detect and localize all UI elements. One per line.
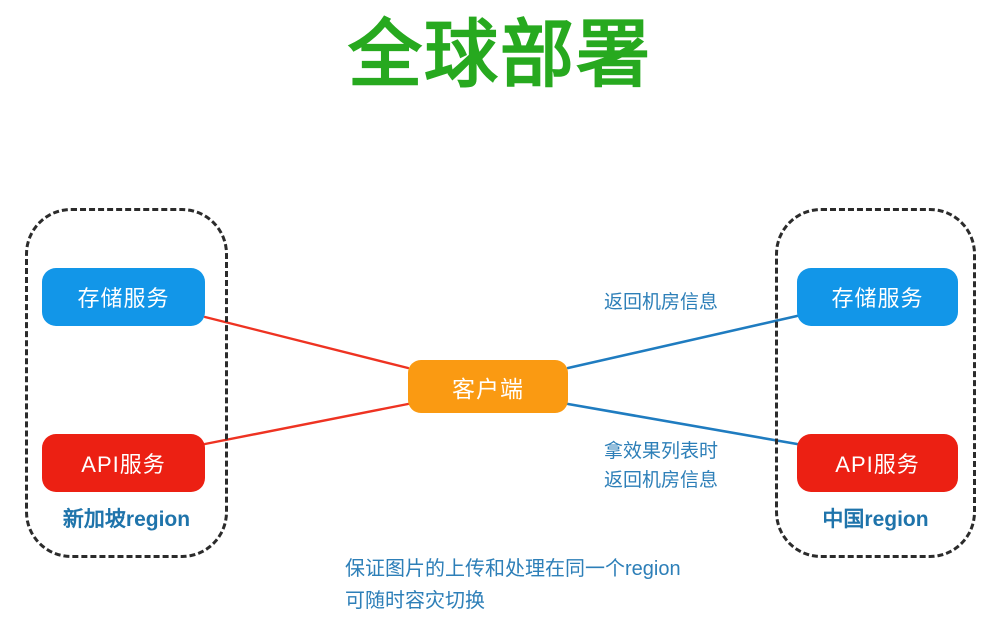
region-left-label: 新加坡region [62,508,191,531]
node-left-api-service[interactable]: API服务 [42,434,205,492]
node-client[interactable]: 客户端 [408,360,568,413]
node-left-storage-service[interactable]: 存储服务 [42,268,205,326]
edge-label-effect-list: 拿效果列表时 返回机房信息 [604,437,718,495]
region-right-china: 中国region [775,208,976,558]
page-title: 全球部署 [348,13,652,96]
caption-line-1: 保证图片的上传和处理在同一个region [345,558,681,580]
node-right-storage-service[interactable]: 存储服务 [797,268,958,326]
edge-left-api-to-client [203,402,410,446]
edge-label-return-idc-info: 返回机房信息 [604,292,719,313]
region-right-label: 中国region [822,508,929,531]
edge-client-to-right-storage [566,314,799,370]
edge-client-to-right-api [566,402,799,446]
edge-label-effect-list-line2: 返回机房信息 [604,470,719,491]
edge-label-effect-list-line1: 拿效果列表时 [604,441,719,462]
diagram-caption: 保证图片的上传和处理在同一个region 可随时容灾切换 [345,553,681,617]
edge-left-storage-to-client [203,315,410,370]
caption-line-2: 可随时容灾切换 [345,590,485,612]
region-left-singapore: 新加坡region [25,208,228,558]
node-right-api-service[interactable]: API服务 [797,434,958,492]
